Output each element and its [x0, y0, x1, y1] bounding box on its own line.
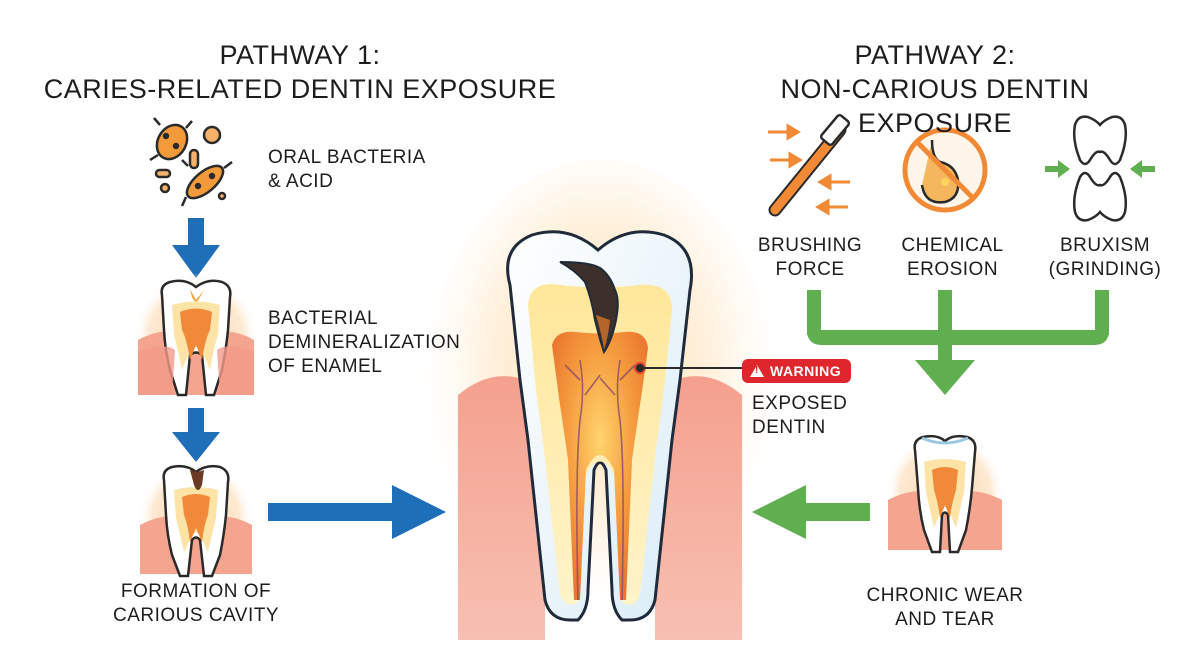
cause-brushing-line1: BRUSHING: [757, 235, 863, 256]
toothbrush-icon: [768, 113, 851, 217]
arrow-left-green: [752, 485, 870, 539]
cause-brushing-label: BRUSHING FORCE: [740, 234, 880, 282]
cause-brushing-line2: FORCE: [775, 259, 845, 280]
warning-label: WARNING: [770, 363, 842, 379]
result-wear-line1: CHRONIC WEAR: [866, 585, 1024, 606]
cause-erosion-line1: CHEMICAL: [901, 235, 1004, 256]
converge-arrows-green: [807, 290, 1109, 395]
cause-erosion-line2: EROSION: [906, 259, 999, 280]
exposed-dentin-line2: DENTIN: [752, 417, 826, 438]
central-tooth-icon: [425, 160, 775, 640]
worn-tooth-icon: [885, 432, 1005, 554]
arrow-right-blue: [268, 485, 446, 539]
step-demineralization-line2: DEMINERALIZATION: [268, 332, 461, 353]
pathway1-title-line2: CARIES-RELATED DENTIN EXPOSURE: [43, 74, 557, 104]
cause-erosion-label: CHEMICAL EROSION: [880, 234, 1025, 282]
step-cavity-line1: FORMATION OF: [120, 581, 272, 602]
warning-badge: WARNING: [742, 359, 852, 383]
cause-bruxism-line1: BRUXISM: [1059, 235, 1151, 256]
cause-bruxism-label: BRUXISM (GRINDING): [1030, 234, 1180, 282]
arrow-down-2: [172, 408, 220, 462]
pathway2-title: PATHWAY 2: NON-CARIOUS DENTIN EXPOSURE: [700, 38, 1170, 140]
bacteria-icon: [149, 117, 233, 207]
step-oral-bacteria-line1: ORAL BACTERIA: [268, 147, 426, 168]
warning-pointer: [636, 364, 742, 372]
pathway1-title-line1: PATHWAY 1:: [219, 40, 381, 70]
demineralized-tooth-icon: [134, 273, 258, 397]
warning-triangle-icon: [750, 365, 764, 377]
grinding-teeth-icon: [1045, 115, 1155, 222]
exposed-dentin-label: EXPOSED DENTIN: [752, 392, 847, 440]
result-wear-line2: AND TEAR: [895, 609, 995, 630]
exposed-dentin-line1: EXPOSED: [752, 393, 848, 414]
pathway2-title-line2: NON-CARIOUS DENTIN EXPOSURE: [780, 74, 1090, 138]
result-wear-label: CHRONIC WEAR AND TEAR: [860, 584, 1030, 632]
pathway2-title-line1: PATHWAY 2:: [854, 40, 1016, 70]
step-demineralization-line1: BACTERIAL: [268, 308, 379, 329]
step-cavity-label: FORMATION OF CARIOUS CAVITY: [96, 580, 296, 628]
cause-bruxism-line2: (GRINDING): [1048, 259, 1162, 280]
step-oral-bacteria-label: ORAL BACTERIA & ACID: [268, 146, 426, 194]
pathway1-title: PATHWAY 1: CARIES-RELATED DENTIN EXPOSUR…: [40, 38, 560, 106]
cavity-tooth-icon: [138, 460, 254, 578]
step-demineralization-label: BACTERIAL DEMINERALIZATION OF ENAMEL: [268, 307, 460, 379]
no-stomach-acid-icon: [902, 127, 988, 213]
step-cavity-line2: CARIOUS CAVITY: [112, 605, 280, 626]
arrow-down-1: [172, 218, 220, 278]
step-demineralization-line3: OF ENAMEL: [268, 356, 383, 377]
step-oral-bacteria-line2: & ACID: [268, 171, 334, 192]
